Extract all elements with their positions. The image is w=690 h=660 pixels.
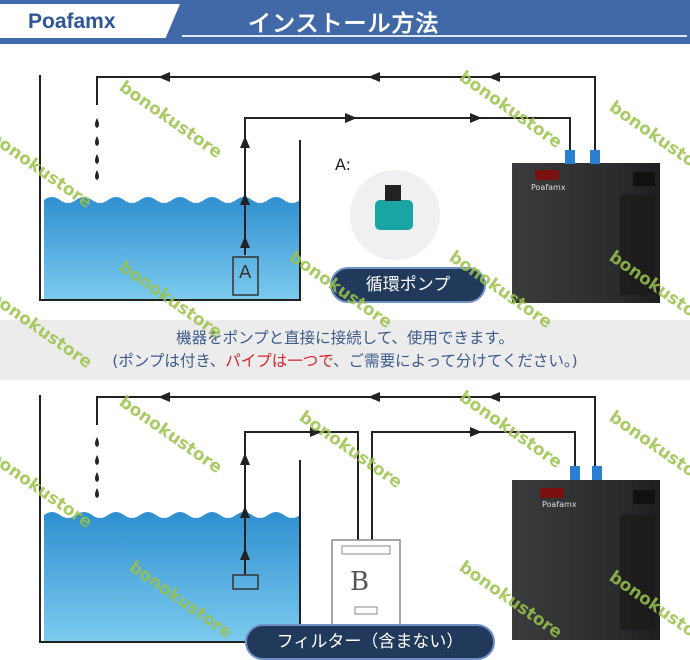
- top-chiller: [512, 150, 660, 303]
- filter-label: フィルター（含まない）: [245, 624, 495, 660]
- note-band: 機器をポンプと直接に接続して、使用できます。 (ポンプは付き、パイプは一つで、ご…: [0, 320, 690, 380]
- title-underline: [182, 35, 687, 37]
- note-line-1: 機器をポンプと直接に接続して、使用できます。: [176, 329, 514, 347]
- pump-label: 循環ポンプ: [330, 267, 486, 303]
- brand-logo: Poafamx: [28, 10, 116, 33]
- top-tank: [39, 75, 301, 301]
- water: [44, 197, 300, 300]
- note-line-2: (ポンプは付き、パイプは一つで、ご需要によって分けてください。): [0, 350, 690, 373]
- header-banner: Poafamx インストール方法: [0, 0, 690, 44]
- pump-a-box: [232, 256, 259, 296]
- page-title: インストール方法: [248, 11, 440, 37]
- filter-b-marker: B: [350, 567, 370, 597]
- pump-callout: A:: [335, 155, 352, 174]
- top-pipes: [96, 76, 596, 255]
- note-text: 、ご需要によって分けてください。): [333, 352, 578, 370]
- water: [44, 512, 300, 642]
- pump-box: [232, 574, 259, 590]
- chiller-brand: Poafamx: [531, 183, 566, 192]
- bottom-tank: [39, 395, 301, 643]
- pump-a-marker: A: [239, 262, 252, 283]
- chiller-brand: Poafamx: [542, 500, 577, 509]
- bottom-chiller: [512, 466, 660, 640]
- logo-plate: Poafamx: [0, 4, 180, 38]
- note-highlight: パイプは一つで: [225, 352, 334, 370]
- note-text: (ポンプは付き、: [112, 352, 226, 370]
